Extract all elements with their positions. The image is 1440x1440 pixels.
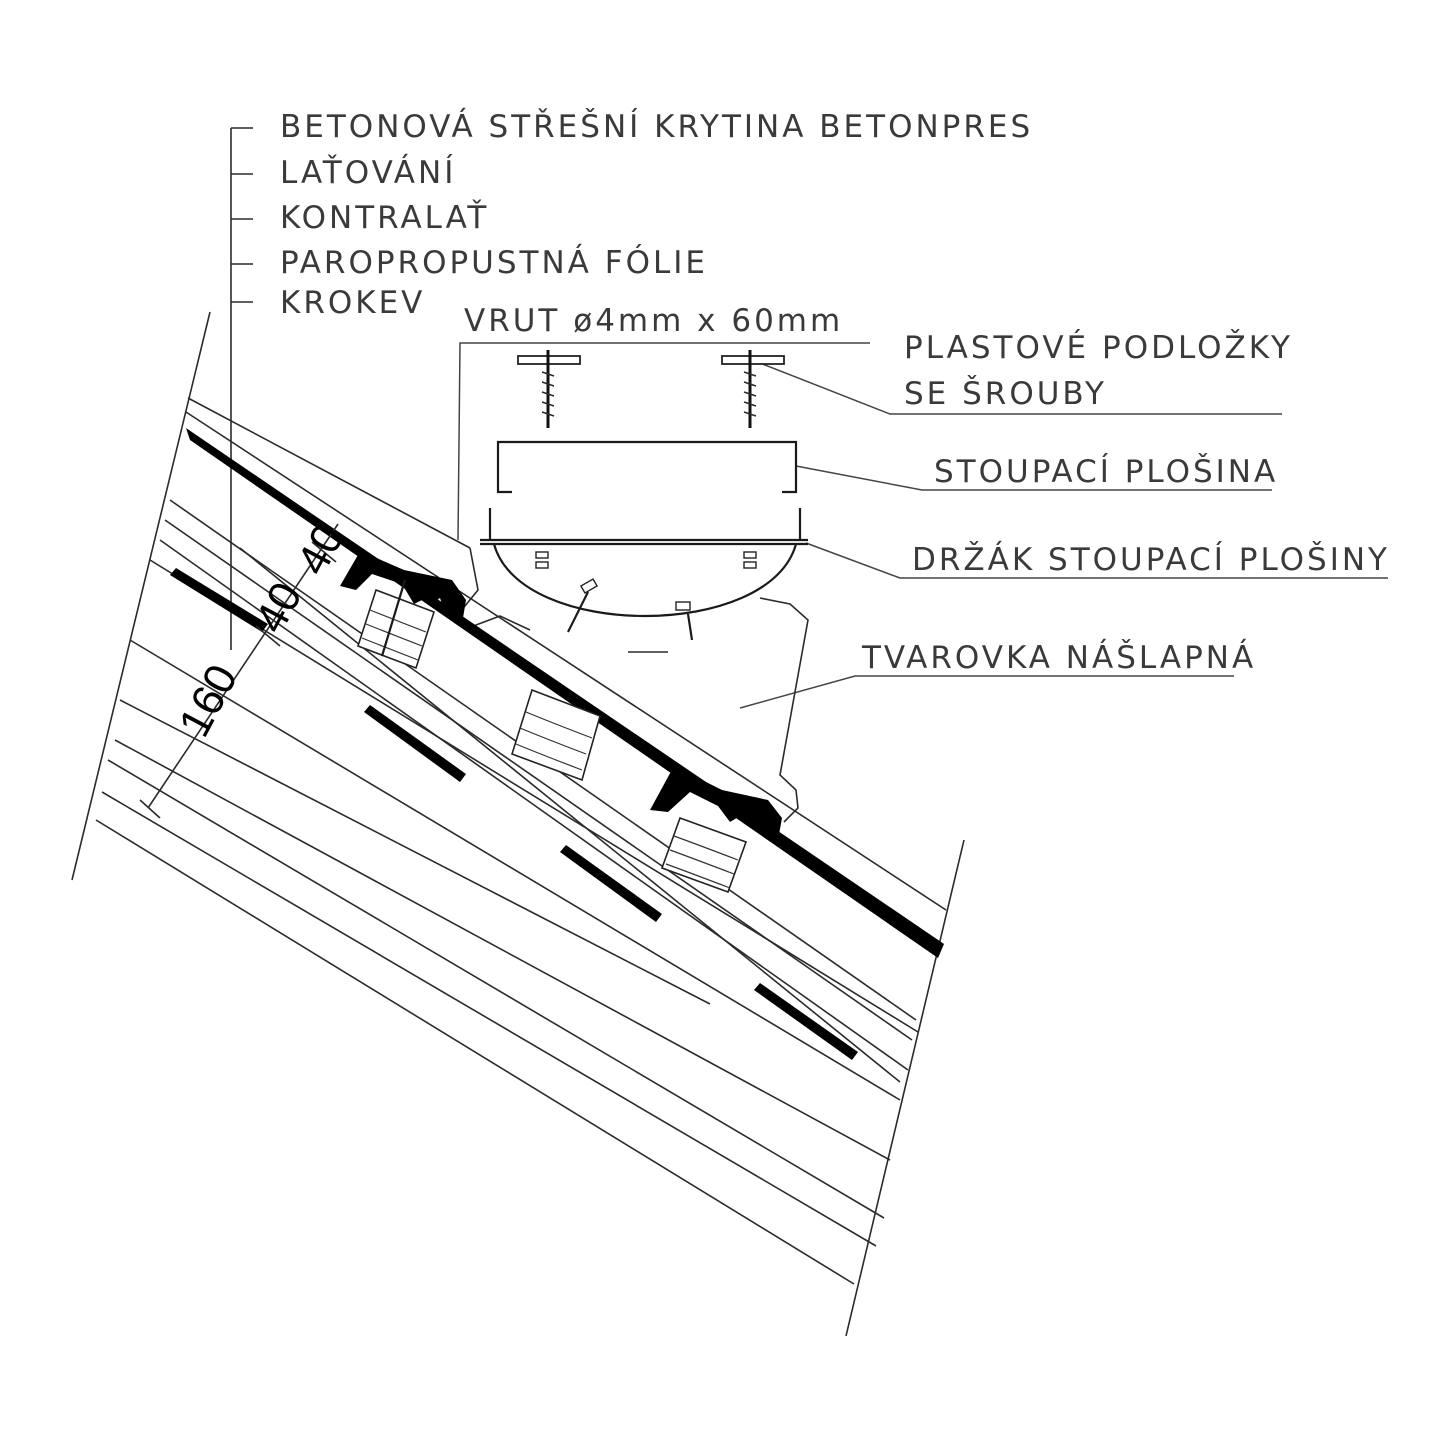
callout-tile: TVAROVKA NÁŠLAPNÁ bbox=[861, 639, 1256, 676]
layer-label-battens: LAŤOVÁNÍ bbox=[280, 155, 456, 191]
tile-outline-upper bbox=[459, 547, 479, 613]
rafter-top-edge bbox=[149, 559, 919, 1033]
batten-middle bbox=[511, 688, 601, 782]
dimension-batten: 40 bbox=[288, 516, 354, 582]
layer-label-rafter: KROKEV bbox=[280, 285, 425, 321]
callout-holder: DRŽÁK STOUPACÍ PLOŠINY bbox=[912, 541, 1390, 578]
callout-tile-leader bbox=[739, 675, 1234, 709]
callout-screw: VRUT ø4mm x 60mm bbox=[464, 303, 843, 339]
dimension-counter-batten: 40 bbox=[246, 574, 312, 640]
rafter-line bbox=[107, 759, 885, 1219]
dimension-tick bbox=[255, 625, 281, 647]
rafter-bottom-line bbox=[95, 819, 855, 1285]
walkway-assembly bbox=[480, 350, 808, 653]
batten-screw bbox=[380, 579, 407, 657]
rafter-bottom-edge bbox=[101, 791, 877, 1247]
membrane-strip bbox=[364, 705, 466, 782]
layer-label-roofing: BETONOVÁ STŘEŠNÍ KRYTINA BETONPRES bbox=[280, 108, 1033, 145]
membrane-strip bbox=[560, 845, 662, 922]
membrane-line bbox=[239, 547, 901, 1083]
layer-label-counter-battens: KONTRALAŤ bbox=[280, 200, 489, 236]
tile-outline-upper bbox=[187, 397, 471, 549]
dimension-line bbox=[147, 523, 339, 809]
callouts: VRUT ø4mm x 60mm PLASTOVÉ PODLOŽKY SE ŠR… bbox=[457, 303, 1390, 709]
section-cut-left bbox=[71, 311, 211, 881]
callout-holder-leader bbox=[805, 542, 1388, 579]
dimensions: 40 40 160 bbox=[139, 516, 354, 819]
batten-upper bbox=[357, 588, 435, 670]
roof-section bbox=[71, 311, 965, 1337]
walking-platform bbox=[496, 440, 798, 494]
tile-surface-line bbox=[185, 411, 947, 911]
dimension-tick bbox=[139, 799, 161, 819]
tile-hook-lower bbox=[650, 766, 782, 840]
membrane-line bbox=[159, 539, 909, 1071]
walkway-tile-outline bbox=[467, 615, 531, 631]
callout-platform-leader bbox=[795, 465, 1272, 491]
walkway-tile-outline bbox=[759, 597, 809, 823]
platform-holder bbox=[480, 508, 808, 653]
rafter-line bbox=[114, 739, 891, 1161]
callout-screw-leader bbox=[457, 342, 870, 541]
washer-screw-right bbox=[721, 350, 785, 428]
rafter-line bbox=[129, 639, 901, 1101]
roof-tile-thick-line bbox=[186, 428, 944, 958]
callout-washers-leader bbox=[759, 362, 1282, 415]
rafter-grain-line bbox=[119, 699, 711, 1005]
callout-platform: STOUPACÍ PLOŠINA bbox=[934, 453, 1278, 490]
batten-lower bbox=[660, 816, 748, 894]
washer-screw-left bbox=[517, 350, 581, 428]
callout-washers-line2: SE ŠROUBY bbox=[904, 375, 1107, 412]
layer-label-membrane: PAROPROPUSTNÁ FÓLIE bbox=[280, 244, 708, 281]
membrane-strip bbox=[754, 983, 858, 1060]
tile-hook-upper bbox=[340, 548, 466, 624]
section-cut-right bbox=[845, 839, 965, 1337]
callout-washers-line1: PLASTOVÉ PODLOŽKY bbox=[904, 330, 1293, 366]
dimension-tick bbox=[311, 541, 337, 563]
membrane-strip bbox=[170, 568, 268, 632]
counter-batten-line bbox=[164, 519, 913, 1041]
layer-legend: BETONOVÁ STŘEŠNÍ KRYTINA BETONPRES LAŤOV… bbox=[230, 108, 1033, 650]
